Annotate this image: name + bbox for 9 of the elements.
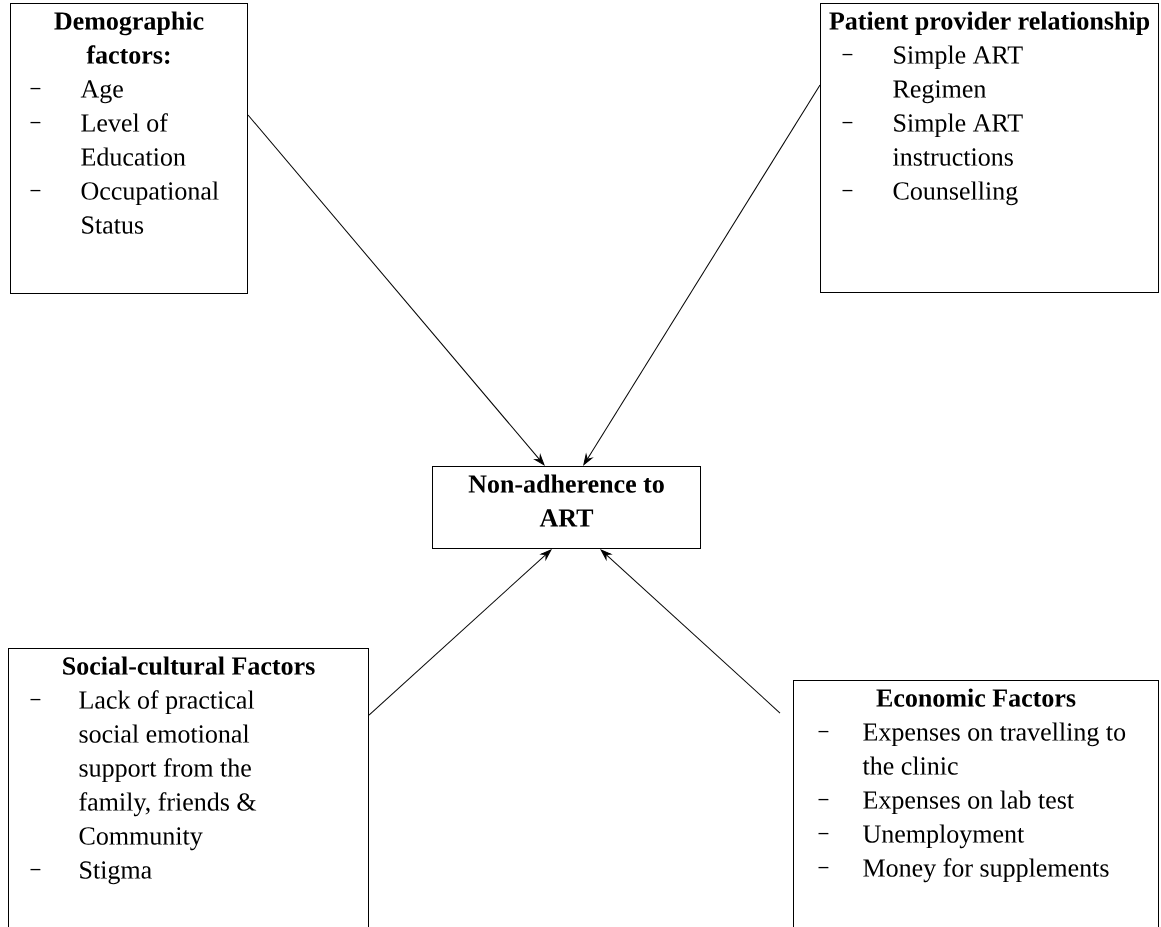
text-box: Non-adherence to ART [432,466,701,549]
text-box: Social-cultural Factors Lack of practical social emotional support from the family, friends & Community Stigma [8,648,369,927]
text-box: Patient provider relationship Simple ART Regimen Simple ART instructions Counselling [820,3,1159,293]
text-box: Demographic factors: Age Level of Education Occupational Status [10,3,248,294]
arrow [583,84,821,466]
arrow [368,549,552,716]
text-box: Economic Factors Expenses on travelling to the clinic Expenses on lab test Unemployment Money for supplements [793,680,1159,927]
arrow [600,549,781,714]
arrow [247,114,545,466]
